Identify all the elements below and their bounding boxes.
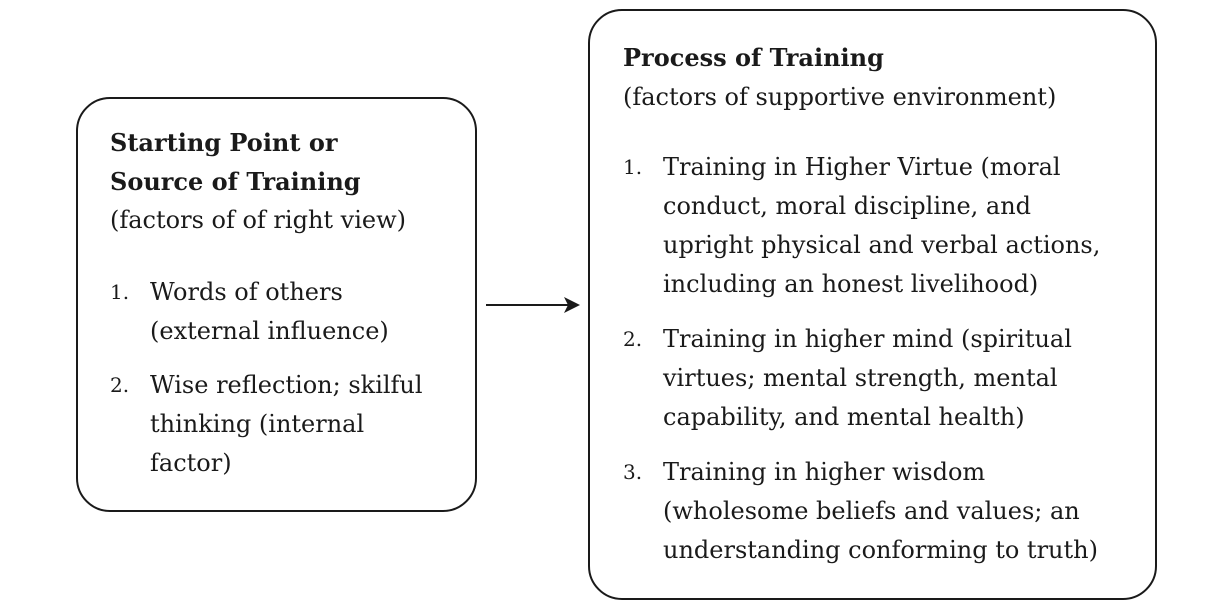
list-item-number: 1.	[623, 155, 643, 179]
source-of-training-subtitle: (factors of of right view)	[110, 206, 407, 234]
list-item-number: 1.	[110, 280, 130, 304]
list-item-line: virtues; mental strength, mental	[663, 364, 1058, 392]
title-line: Source of Training	[110, 167, 361, 196]
list-item-line: Words of others	[150, 278, 343, 306]
list-item-text: Training in higher mind (spiritual virtu…	[663, 320, 1072, 437]
title-line: Starting Point or	[110, 128, 338, 157]
list-item-text: Training in higher wisdom (wholesome bel…	[663, 453, 1098, 570]
source-of-training-title: Starting Point or Source of Training	[110, 123, 361, 201]
list-item-number: 2.	[623, 327, 643, 351]
source-of-training-box: Starting Point or Source of Training (fa…	[76, 97, 477, 512]
list-item-line: Training in Higher Virtue (moral	[663, 153, 1061, 181]
list-item-line: Training in higher wisdom	[663, 458, 986, 486]
list-item-text: Words of others (external influence)	[150, 273, 389, 351]
list-item-line: upright physical and verbal actions,	[663, 231, 1101, 259]
list-item-line: Wise reflection; skilful	[150, 371, 423, 399]
source-of-training-list: 1. Words of others (external influence) …	[110, 273, 460, 483]
list-item: 1. Words of others (external influence)	[110, 273, 460, 366]
process-of-training-list: 1. Training in Higher Virtue (moral cond…	[623, 148, 1143, 570]
list-item-line: conduct, moral discipline, and	[663, 192, 1032, 220]
process-of-training-box: Process of Training (factors of supporti…	[588, 9, 1157, 600]
process-of-training-subtitle: (factors of supportive environment)	[623, 83, 1057, 111]
arrow-right-icon	[486, 297, 580, 313]
list-item-line: factor)	[150, 449, 232, 477]
list-item-line: understanding conforming to truth)	[663, 536, 1098, 564]
list-item-line: thinking (internal	[150, 410, 365, 438]
list-item-line: capability, and mental health)	[663, 403, 1025, 431]
list-item-line: (external influence)	[150, 317, 389, 345]
list-item-text: Training in Higher Virtue (moral conduct…	[663, 148, 1100, 304]
list-item-text: Wise reflection; skilful thinking (inter…	[150, 366, 423, 483]
list-item-line: (wholesome beliefs and values; an	[663, 497, 1080, 525]
list-item-line: including an honest livelihood)	[663, 270, 1039, 298]
list-item: 2. Wise reflection; skilful thinking (in…	[110, 366, 460, 483]
list-item: 3. Training in higher wisdom (wholesome …	[623, 453, 1143, 570]
list-item-number: 2.	[110, 373, 130, 397]
process-of-training-title: Process of Training	[623, 43, 884, 72]
list-item: 1. Training in Higher Virtue (moral cond…	[623, 148, 1143, 320]
list-item-line: Training in higher mind (spiritual	[663, 325, 1072, 353]
list-item: 2. Training in higher mind (spiritual vi…	[623, 320, 1143, 453]
list-item-number: 3.	[623, 460, 643, 484]
